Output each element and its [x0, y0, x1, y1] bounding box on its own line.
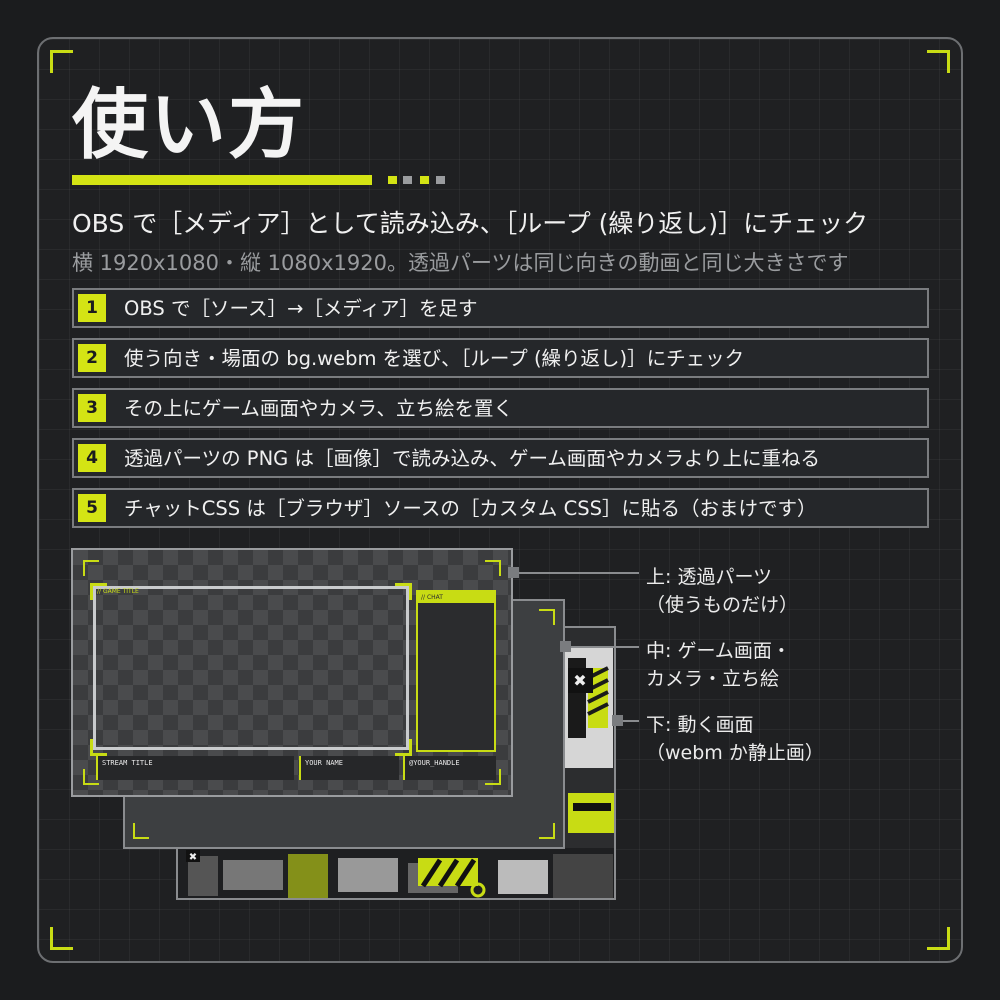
label-bottom-layer: 下: 動く画面	[646, 714, 754, 736]
corner-mark	[133, 823, 149, 839]
step-number: 2	[78, 344, 106, 372]
corner-bracket-bottom-right	[927, 927, 950, 950]
size-note: 横 1920x1080・縦 1080x1920。透過パーツは同じ向きの動画と同じ…	[72, 251, 849, 275]
step-item: 5 チャットCSS は［ブラウザ］ソースの［カスタム CSS］に貼る（おまけです…	[72, 488, 929, 528]
page-title: 使い方	[72, 80, 306, 169]
label-middle-layer: 中: ゲーム画面・	[646, 640, 791, 662]
svg-text:✖: ✖	[189, 852, 197, 863]
step-item: 4 透過パーツの PNG は［画像］で読み込み、ゲーム画面やカメラより上に重ねる	[72, 438, 929, 478]
corner-mark	[90, 583, 107, 600]
label-bottom-layer-note: （webm か静止画）	[646, 742, 824, 764]
label-middle-layer-note: カメラ・立ち絵	[646, 668, 780, 690]
step-number: 4	[78, 444, 106, 472]
corner-bracket-bottom-left	[50, 927, 73, 950]
label-top-layer-note: （使うものだけ）	[646, 594, 799, 616]
steps-list: 1 OBS で［ソース］→［メディア］を足す 2 使う向き・場面の bg.web…	[72, 288, 929, 538]
step-text: 使う向き・場面の bg.webm を選び、［ループ (繰り返し)］にチェック	[124, 347, 745, 370]
connector-line	[623, 720, 639, 722]
corner-mark	[485, 560, 501, 576]
corner-mark	[485, 769, 501, 785]
step-number: 1	[78, 294, 106, 322]
chat-header: // CHAT	[418, 592, 494, 603]
game-title-label: // GAME TITLE	[97, 588, 139, 595]
layer-top-overlay: // GAME TITLE // CHAT STREAM TITLE YOUR …	[71, 548, 513, 797]
chat-frame: // CHAT	[416, 590, 496, 752]
step-text: チャットCSS は［ブラウザ］ソースの［カスタム CSS］に貼る（おまけです）	[124, 497, 817, 520]
step-number: 3	[78, 394, 106, 422]
corner-mark	[83, 560, 99, 576]
label-top-layer: 上: 透過パーツ	[646, 566, 773, 588]
step-number: 5	[78, 494, 106, 522]
subtitle: OBS で［メディア］として読み込み、［ループ (繰り返し)］にチェック	[72, 209, 869, 238]
game-screen-frame	[93, 586, 409, 750]
stream-title-bar: STREAM TITLE	[96, 756, 294, 780]
connector-node	[560, 641, 571, 652]
step-item: 3 その上にゲーム画面やカメラ、立ち絵を置く	[72, 388, 929, 428]
underline-dot	[388, 176, 397, 184]
connector-node	[508, 567, 519, 578]
connector-node	[612, 715, 623, 726]
connector-line	[571, 646, 639, 648]
step-item: 2 使う向き・場面の bg.webm を選び、［ループ (繰り返し)］にチェック	[72, 338, 929, 378]
handle-bar: @YOUR_HANDLE	[403, 756, 496, 780]
underline-dot	[420, 176, 429, 184]
corner-mark	[539, 609, 555, 625]
svg-text:✖: ✖	[573, 671, 586, 690]
underline-dot	[436, 176, 445, 184]
corner-mark	[90, 739, 107, 756]
corner-bracket-top-left	[50, 50, 73, 73]
connector-line	[519, 572, 639, 574]
corner-mark	[539, 823, 555, 839]
step-text: OBS で［ソース］→［メディア］を足す	[124, 297, 478, 320]
corner-mark	[395, 583, 412, 600]
name-bar: YOUR NAME	[299, 756, 399, 780]
step-item: 1 OBS で［ソース］→［メディア］を足す	[72, 288, 929, 328]
corner-mark	[395, 739, 412, 756]
title-underline	[72, 175, 372, 185]
underline-dot	[403, 176, 412, 184]
corner-bracket-top-right	[927, 50, 950, 73]
step-text: 透過パーツの PNG は［画像］で読み込み、ゲーム画面やカメラより上に重ねる	[124, 447, 820, 470]
step-text: その上にゲーム画面やカメラ、立ち絵を置く	[124, 397, 514, 420]
corner-mark	[83, 769, 99, 785]
